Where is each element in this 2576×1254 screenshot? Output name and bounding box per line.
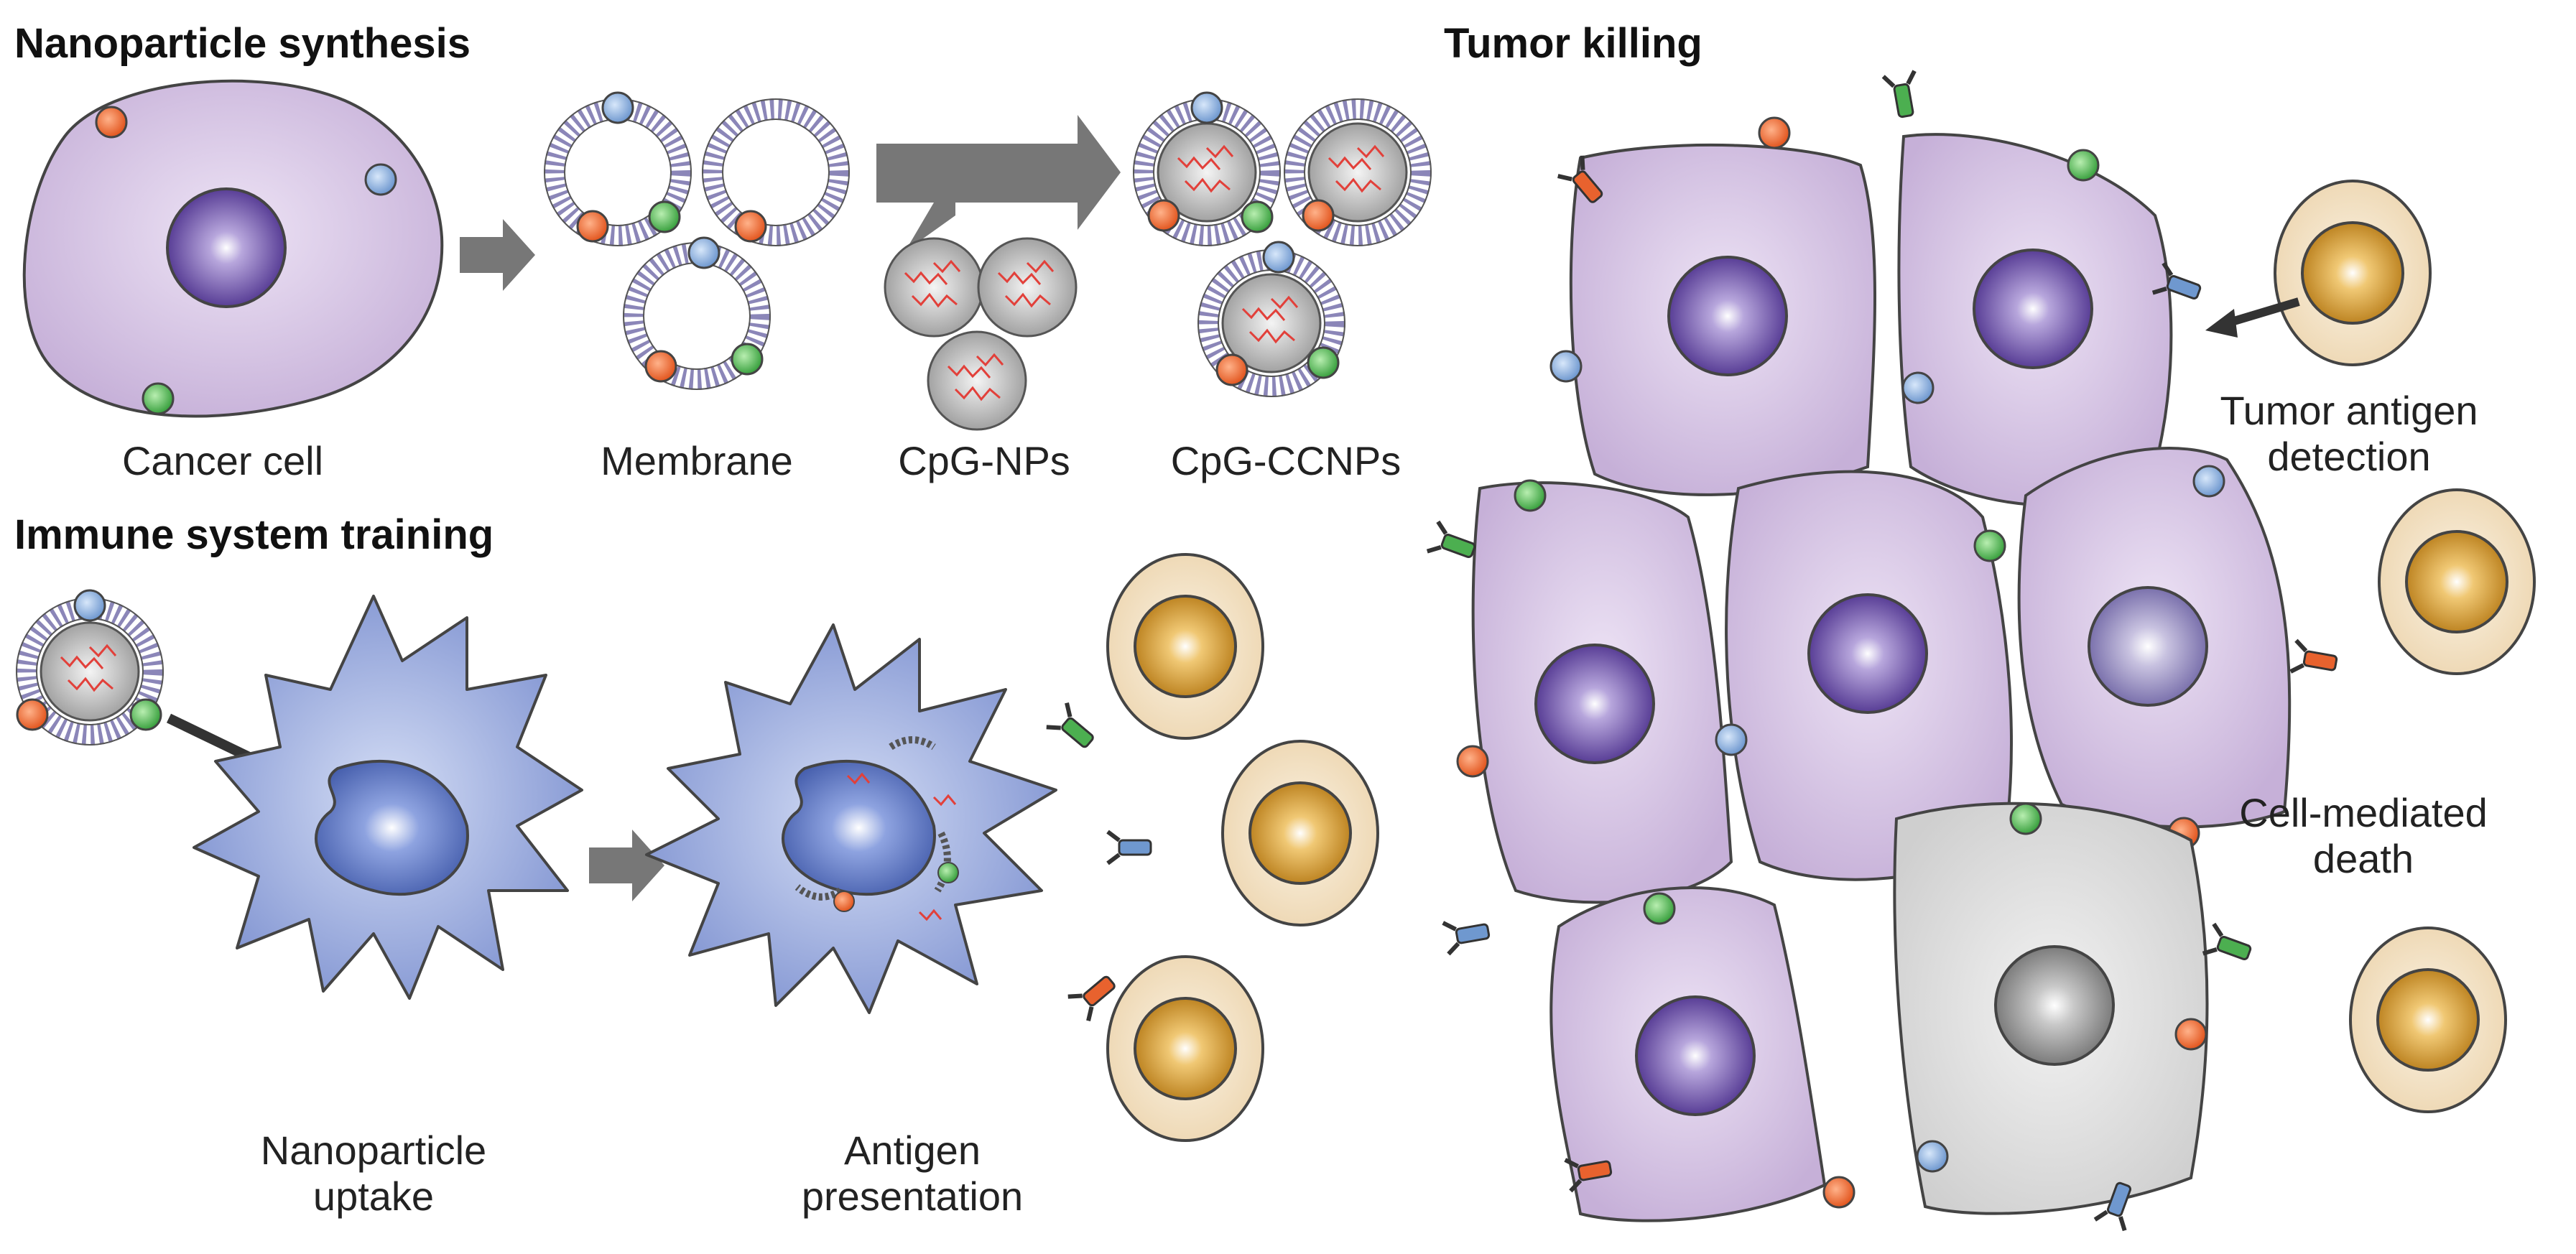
training-arrow xyxy=(589,830,664,901)
header-nanoparticle-synthesis: Nanoparticle synthesis xyxy=(14,20,471,67)
label-death-line-1: Cell-mediated xyxy=(2239,790,2488,835)
ccnp-uptake-particle xyxy=(17,590,163,745)
membrane-vesicles xyxy=(545,93,849,389)
presenting-t-cells xyxy=(1047,553,1379,1142)
synthesis-arrow-2 xyxy=(876,115,1121,251)
dendritic-cell-presenting xyxy=(645,623,1057,1014)
header-immune-system-training: Immune system training xyxy=(14,511,494,558)
label-nanoparticle-uptake: Nanoparticle uptake xyxy=(216,1128,532,1220)
label-detection-line-1: Tumor antigen xyxy=(2220,388,2478,433)
killing-t-cells xyxy=(2205,180,2536,1113)
label-cpg-nps: CpG-NPs xyxy=(898,438,1070,483)
label-cancer-cell: Cancer cell xyxy=(121,438,324,483)
header-tumor-killing: Tumor killing xyxy=(1444,20,1702,67)
label-tumor-antigen-detection: Tumor antigen detection xyxy=(2198,388,2500,480)
synthesis-arrow-1 xyxy=(460,219,535,291)
label-antigen-presentation: Antigen presentation xyxy=(747,1128,1078,1220)
detection-arrow xyxy=(2225,297,2300,328)
label-membrane: Membrane xyxy=(601,438,793,483)
label-antigen-line-2: presentation xyxy=(801,1174,1024,1219)
label-uptake-line-2: uptake xyxy=(312,1174,435,1219)
label-cell-mediated-death: Cell-mediated death xyxy=(2213,790,2514,882)
label-antigen-line-1: Antigen xyxy=(844,1128,981,1173)
dendritic-cell-uptake xyxy=(193,595,583,1000)
cpg-ccnps xyxy=(1134,93,1431,396)
cancer-cell xyxy=(22,79,444,418)
label-cpg-ccnps: CpG-CCNPs xyxy=(1170,438,1401,483)
label-uptake-line-1: Nanoparticle xyxy=(260,1128,487,1173)
label-detection-line-2: detection xyxy=(2267,434,2431,479)
tumor-cells xyxy=(1427,71,2339,1230)
cpg-nanoparticles xyxy=(884,237,1078,431)
label-death-line-2: death xyxy=(2312,836,2414,881)
